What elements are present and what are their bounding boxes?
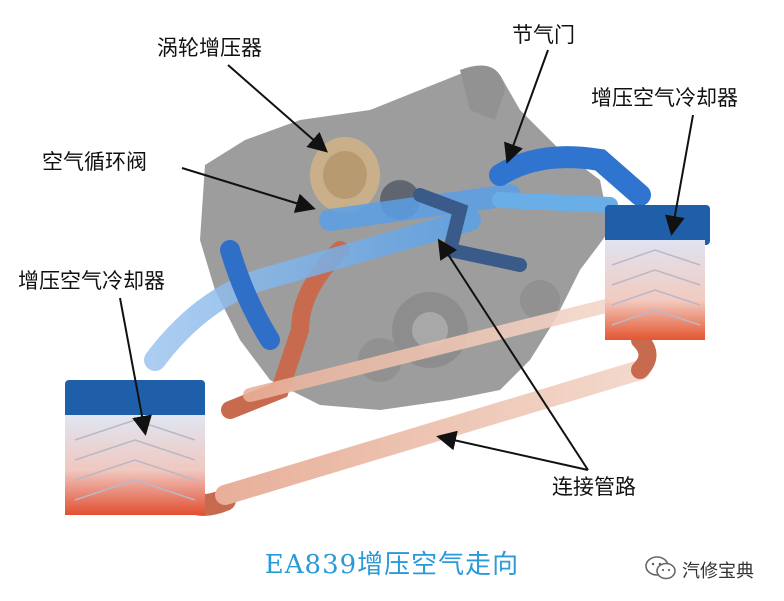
- label-turbocharger: 涡轮增压器: [157, 38, 262, 59]
- watermark-text: 汽修宝典: [682, 557, 754, 583]
- watermark: 汽修宝典: [642, 553, 782, 583]
- label-connecting-pipes: 连接管路: [552, 477, 636, 498]
- label-throttle: 节气门: [512, 25, 575, 46]
- label-air-recirc-valve: 空气循环阀: [42, 152, 147, 173]
- label-intercooler-left: 增压空气冷却器: [18, 271, 165, 292]
- intercooler-right: [605, 205, 710, 340]
- intercooler-left: [65, 380, 205, 515]
- label-intercooler-right: 增压空气冷却器: [591, 88, 738, 109]
- wechat-icon: [644, 554, 678, 582]
